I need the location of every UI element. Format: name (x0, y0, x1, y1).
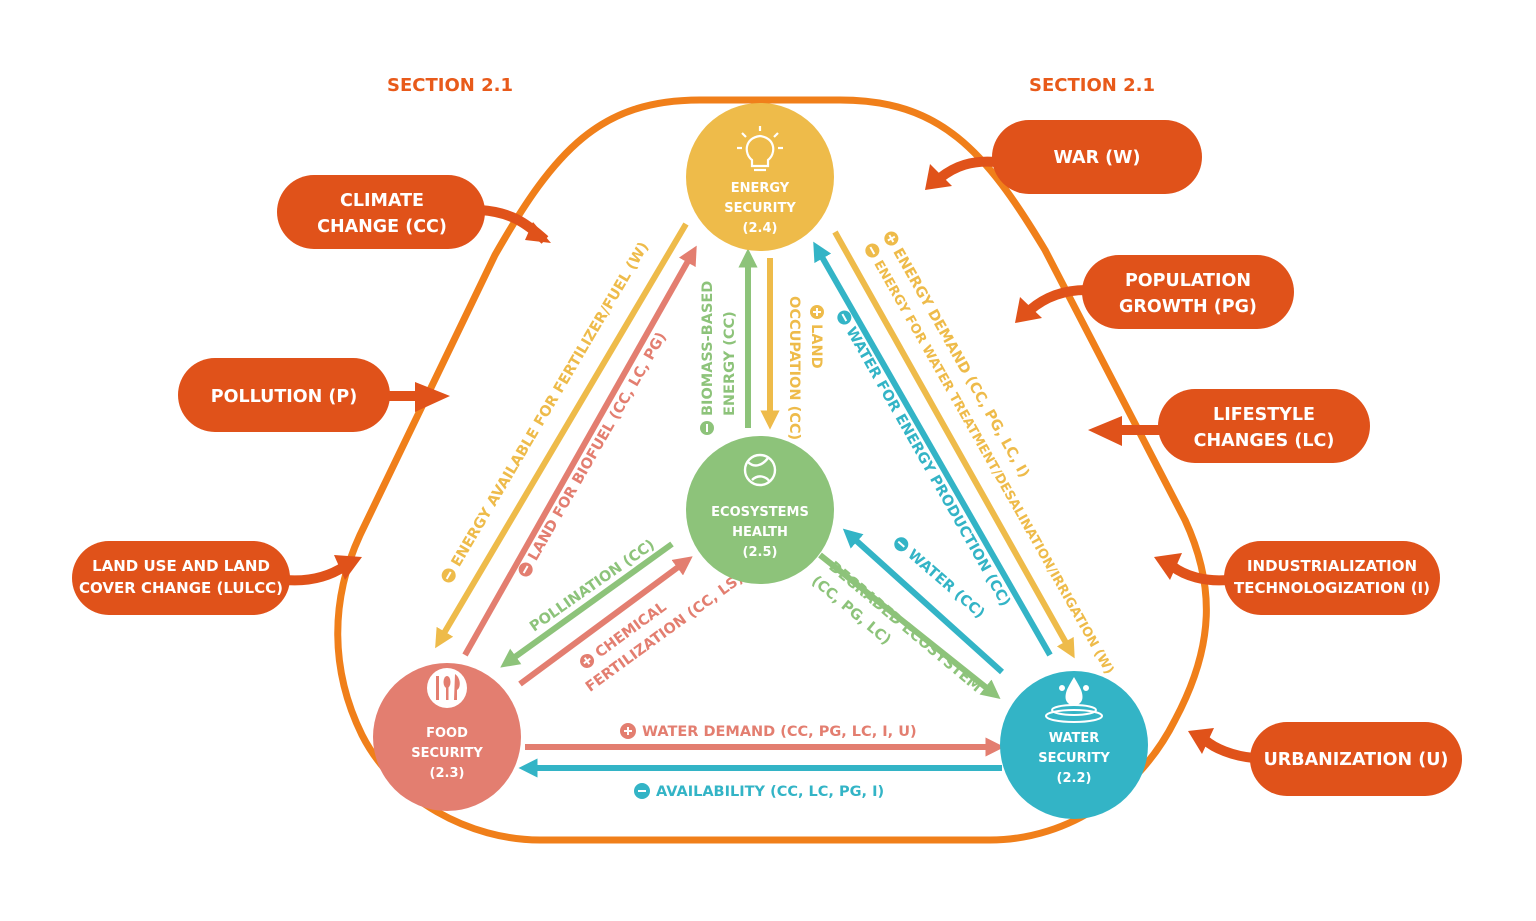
label-land-biofuel-text: LAND FOR BIOFUEL (CC, LC, PG) (526, 330, 670, 564)
driver-industrialization-line1: INDUSTRIALIZATION (1247, 557, 1417, 575)
node-energy-line1: ENERGY (731, 181, 790, 196)
node-energy-line2: SECURITY (724, 201, 796, 216)
label-biomass-energy: BIOMASS-BASED ENERGY (CC) (700, 281, 738, 435)
label-availability-text: AVAILABILITY (CC, LC, PG, I) (656, 784, 884, 800)
driver-urbanization: URBANIZATION (U) (1188, 722, 1462, 796)
label-availability: AVAILABILITY (CC, LC, PG, I) (634, 783, 884, 800)
node-energy-security: ENERGY SECURITY (2.4) (686, 103, 834, 251)
driver-climate-change: CLIMATE CHANGE (CC) (277, 175, 551, 249)
driver-urbanization-line1: URBANIZATION (U) (1264, 750, 1449, 770)
driver-war: WAR (W) (925, 120, 1202, 194)
node-food-line2: SECURITY (411, 746, 483, 761)
driver-war-line1: WAR (W) (1054, 148, 1141, 168)
arrow-food-to-eco-fertilization (518, 556, 693, 687)
cutlery-icon (427, 668, 467, 708)
driver-lifestyle-changes-line2: CHANGES (LC) (1194, 431, 1335, 451)
driver-population-growth-line1: POPULATION (1125, 271, 1251, 291)
arrow-water-to-eco (842, 528, 1005, 675)
lightbulb-icon (737, 126, 783, 172)
driver-lifestyle-changes: LIFESTYLE CHANGES (LC) (1088, 389, 1370, 463)
driver-pollution: POLLUTION (P) (178, 358, 450, 432)
arrow-food-to-energy-biofuel (462, 245, 697, 657)
driver-population-growth-line2: GROWTH (PG) (1119, 297, 1257, 317)
driver-lifestyle-changes-line1: LIFESTYLE (1213, 405, 1315, 425)
node-energy-line3: (2.4) (743, 221, 778, 236)
driver-population-growth: POPULATION GROWTH (PG) (1015, 255, 1294, 329)
label-water-demand: WATER DEMAND (CC, PG, LC, I, U) (620, 723, 917, 740)
driver-pollution-line1: POLLUTION (P) (211, 387, 357, 407)
water-drop-icon (1045, 677, 1103, 723)
node-ecosystems-line2: HEALTH (732, 525, 788, 540)
section-heading-left: SECTION 2.1 (387, 75, 513, 96)
arrow-eco-to-water-degraded (818, 552, 1001, 699)
node-water-security: WATER SECURITY (2.2) (1000, 671, 1148, 819)
node-ecosystems-health: ECOSYSTEMS HEALTH (2.5) (686, 436, 834, 584)
node-food-line3: (2.3) (430, 766, 465, 781)
node-ecosystems-line3: (2.5) (743, 545, 778, 560)
nexus-frame (334, 96, 1210, 844)
label-water-demand-text: WATER DEMAND (CC, PG, LC, I, U) (642, 724, 917, 740)
label-biomass-line1: BIOMASS-BASED (700, 281, 716, 416)
arrow-energy-to-water-demand (832, 230, 1075, 659)
label-degraded-line1: DEGRADED ECOSYSTEM (825, 559, 984, 696)
arrow-energy-to-food-fertilizer (435, 222, 689, 649)
node-ecosystems-line1: ECOSYSTEMS (711, 505, 809, 520)
driver-industrialization-line2: TECHNOLOGIZATION (I) (1234, 579, 1430, 597)
node-food-security: FOOD SECURITY (2.3) (373, 663, 521, 811)
driver-climate-change-line1: CLIMATE (340, 191, 424, 211)
section-heading-right: SECTION 2.1 (1029, 75, 1155, 96)
driver-lulcc: LAND USE AND LAND COVER CHANGE (LULCC) (72, 541, 362, 615)
label-land-occupation-line2: OCCUPATION (CC) (786, 296, 802, 440)
driver-lulcc-line2: COVER CHANGE (LULCC) (79, 579, 283, 597)
driver-lulcc-line1: LAND USE AND LAND (92, 557, 270, 575)
node-water-line3: (2.2) (1057, 771, 1092, 786)
node-water-line2: SECURITY (1038, 751, 1110, 766)
label-biomass-line2: ENERGY (CC) (722, 311, 738, 416)
arrow-eco-to-food-pollination (500, 541, 674, 668)
label-land-occupation: LAND OCCUPATION (CC) (786, 296, 824, 440)
node-water-line1: WATER (1049, 731, 1100, 746)
node-food-line1: FOOD (426, 726, 468, 741)
recycle-globe-icon (743, 453, 777, 487)
arrow-water-to-energy (813, 241, 1053, 657)
label-land-occupation-line1: LAND (808, 324, 824, 369)
driver-climate-change-line2: CHANGE (CC) (317, 217, 447, 237)
driver-industrialization: INDUSTRIALIZATION TECHNOLOGIZATION (I) (1154, 541, 1440, 615)
